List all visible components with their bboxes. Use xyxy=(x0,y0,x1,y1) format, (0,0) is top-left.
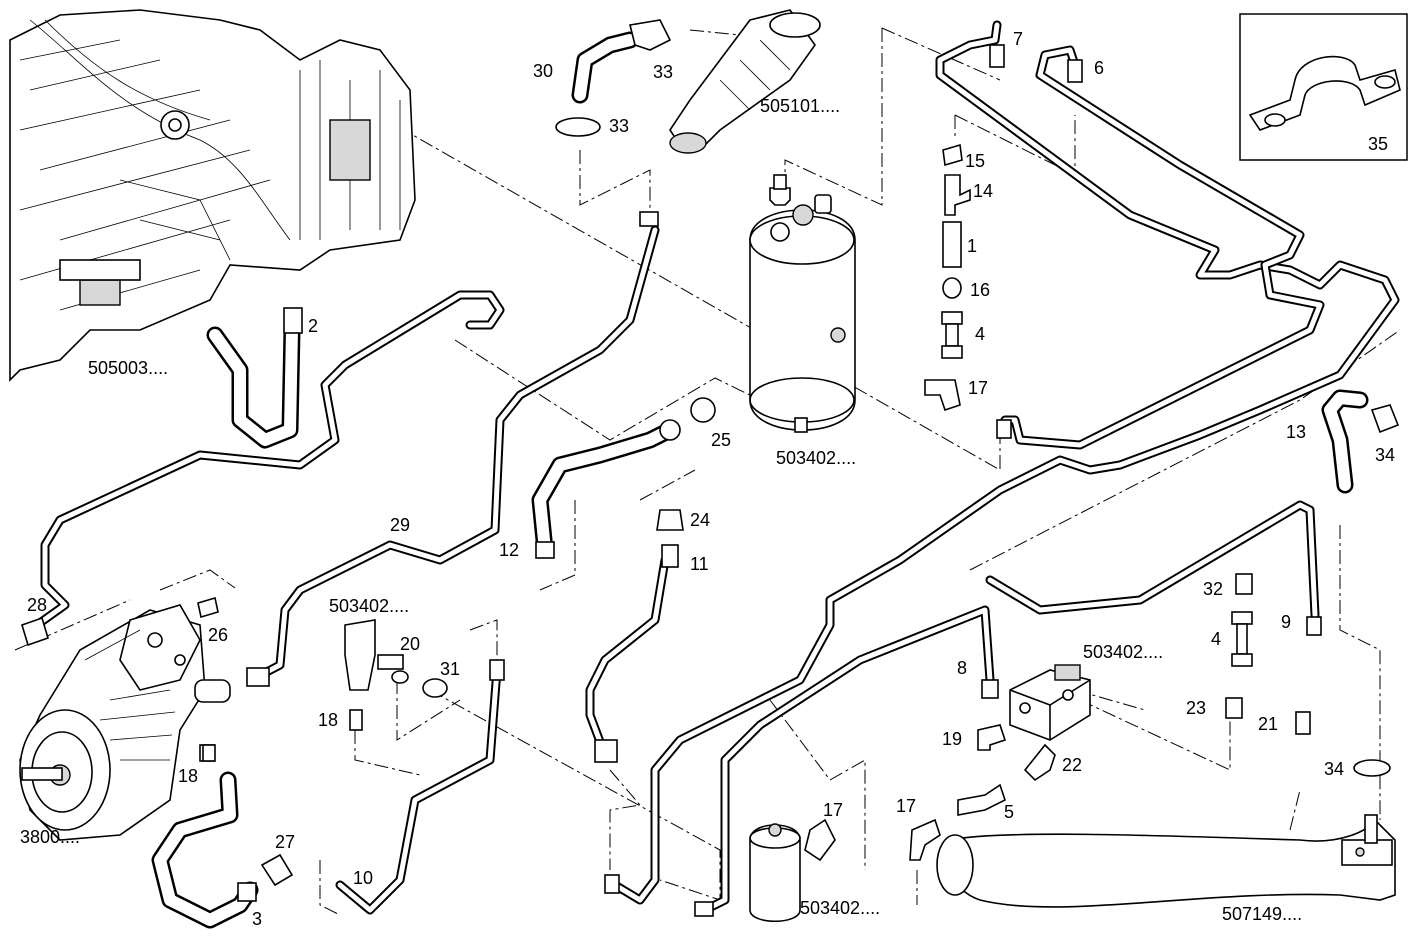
air-tank xyxy=(749,174,856,433)
small-air-tank xyxy=(749,823,801,922)
callout-12: 12 xyxy=(499,540,519,560)
callout-26: 26 xyxy=(208,625,228,645)
hoses xyxy=(151,31,1369,929)
callout-20: 20 xyxy=(400,634,420,654)
callout-9: 9 xyxy=(1281,612,1291,632)
callout-31: 31 xyxy=(440,659,460,679)
callout-34: 34 xyxy=(1375,445,1395,465)
callout-6: 6 xyxy=(1094,58,1104,78)
pipes xyxy=(25,20,1400,915)
valve-block xyxy=(1009,664,1091,741)
gearbox-housing xyxy=(9,9,416,382)
callout-7: 7 xyxy=(1013,29,1023,49)
callout-33: 33 xyxy=(609,116,629,136)
air-compressor xyxy=(19,604,231,841)
callout-21: 21 xyxy=(1258,714,1278,734)
callout-17: 17 xyxy=(968,378,988,398)
callout-32: 32 xyxy=(1203,579,1223,599)
callout-17: 17 xyxy=(896,796,916,816)
callout-29: 29 xyxy=(390,515,410,535)
callout-4: 4 xyxy=(975,324,985,344)
callout-18: 18 xyxy=(318,710,338,730)
callout-11: 11 xyxy=(690,554,709,574)
callout-14: 14 xyxy=(973,181,993,201)
callout-13: 13 xyxy=(1286,422,1306,442)
reference-507149: 507149.... xyxy=(1222,904,1302,924)
reference-labels: 505003.... 505101.... 503402.... 503402.… xyxy=(20,96,1302,924)
callout-16: 16 xyxy=(970,280,990,300)
callout-25: 25 xyxy=(711,430,731,450)
reference-3800: 3800.... xyxy=(20,827,80,847)
callout-5: 5 xyxy=(1004,802,1014,822)
reference-505101: 505101.... xyxy=(760,96,840,116)
leader-lines xyxy=(14,27,1401,916)
callout-18: 18 xyxy=(178,766,198,786)
callout-27: 27 xyxy=(275,832,295,852)
callout-4: 4 xyxy=(1211,629,1221,649)
fittings xyxy=(21,19,1400,917)
callout-23: 23 xyxy=(1186,698,1206,718)
air-duct xyxy=(936,814,1396,908)
reference-505003: 505003.... xyxy=(88,358,168,378)
intake-pipe xyxy=(669,9,821,154)
callout-15: 15 xyxy=(965,151,985,171)
detail-box-35 xyxy=(1239,13,1408,161)
callout-28: 28 xyxy=(27,595,47,615)
callout-22: 22 xyxy=(1062,755,1082,775)
callout-34: 34 xyxy=(1324,759,1344,779)
reference-503402-valve: 503402.... xyxy=(329,596,409,616)
reference-503402-block: 503402.... xyxy=(1083,642,1163,662)
callout-35: 35 xyxy=(1368,134,1388,154)
callout-8: 8 xyxy=(957,658,967,678)
callout-labels: 1 2 3 4 4 5 6 7 8 9 10 11 12 13 14 15 16… xyxy=(27,29,1395,929)
callout-24: 24 xyxy=(690,510,710,530)
callout-17: 17 xyxy=(823,800,843,820)
reference-503402-tank: 503402.... xyxy=(776,448,856,468)
callout-3: 3 xyxy=(252,909,262,929)
callout-33: 33 xyxy=(653,62,673,82)
callout-30: 30 xyxy=(533,61,553,81)
callout-19: 19 xyxy=(942,729,962,749)
callout-1: 1 xyxy=(967,236,977,256)
callout-10: 10 xyxy=(353,868,373,888)
reference-503402-small-tank: 503402.... xyxy=(800,898,880,918)
callout-2: 2 xyxy=(308,316,318,336)
